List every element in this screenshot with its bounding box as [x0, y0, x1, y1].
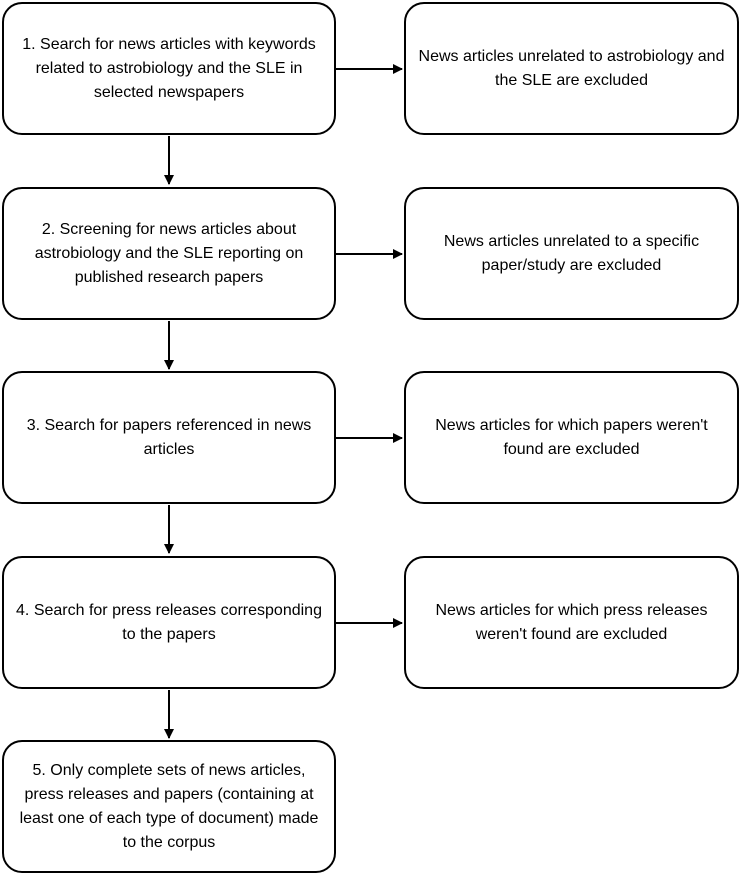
- step-4-box: 4. Search for press releases correspondi…: [2, 556, 336, 689]
- step-5-box: 5. Only complete sets of news articles, …: [2, 740, 336, 873]
- step-1-box: 1. Search for news articles with keyword…: [2, 2, 336, 135]
- exclusion-1-text: News articles unrelated to astrobiology …: [418, 47, 725, 89]
- exclusion-4-text: News articles for which press releases w…: [435, 601, 708, 643]
- step-5-text: 5. Only complete sets of news articles, …: [19, 761, 319, 851]
- step-4-text: 4. Search for press releases correspondi…: [16, 601, 322, 643]
- step-2-text: 2. Screening for news articles about ast…: [34, 220, 304, 286]
- exclusion-1-box: News articles unrelated to astrobiology …: [404, 2, 739, 135]
- step-1-text: 1. Search for news articles with keyword…: [22, 35, 316, 101]
- step-3-text: 3. Search for papers referenced in news …: [26, 416, 312, 458]
- exclusion-3-text: News articles for which papers weren't f…: [435, 416, 708, 458]
- exclusion-4-box: News articles for which press releases w…: [404, 556, 739, 689]
- exclusion-2-text: News articles unrelated to a specific pa…: [443, 232, 700, 274]
- step-2-box: 2. Screening for news articles about ast…: [2, 187, 336, 320]
- step-3-box: 3. Search for papers referenced in news …: [2, 371, 336, 504]
- exclusion-3-box: News articles for which papers weren't f…: [404, 371, 739, 504]
- exclusion-2-box: News articles unrelated to a specific pa…: [404, 187, 739, 320]
